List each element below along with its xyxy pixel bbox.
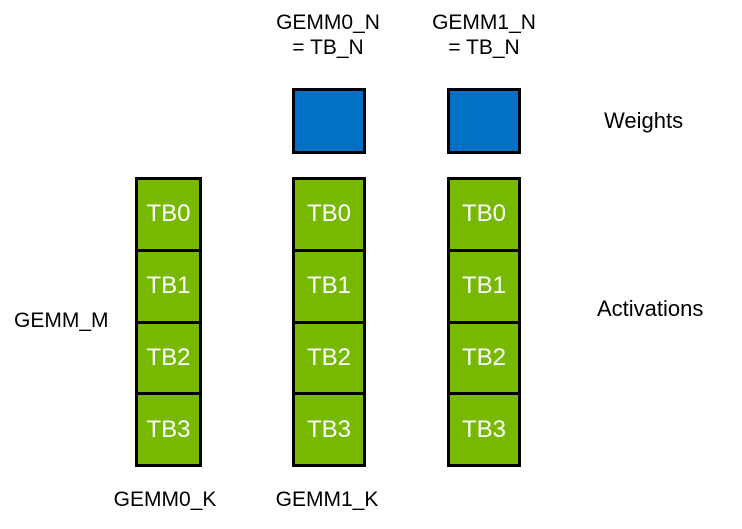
gemm0-n-line2: = TB_N [292,36,364,59]
gemm1-n-header: GEMM1_N = TB_N [404,10,564,60]
gemm1-n-line1: GEMM1_N [432,11,536,34]
tb-cell: TB3 [146,415,191,443]
gemm1-k-label: GEMM1_K [275,488,379,511]
activation-column-1: TB0 TB1 TB2 TB3 [292,177,366,467]
tb-cell: TB1 [138,252,199,324]
activation-column-2: TB0 TB1 TB2 TB3 [447,177,521,467]
tb-cell: TB2 [138,324,199,396]
gemm0-n-header: GEMM0_N = TB_N [248,10,408,60]
activation-column-0: TB0 TB1 TB2 TB3 [135,177,202,467]
tb-cell: TB0 [450,180,518,252]
weights-tile-gemm0 [292,88,366,154]
tb-cell: TB3 [461,415,506,443]
tb-cell: TB0 [295,180,363,252]
tb-cell: TB1 [450,252,518,324]
activations-label: Activations [597,296,704,321]
weights-label: Weights [604,108,684,133]
gemm0-n-line1: GEMM0_N [276,11,380,34]
weights-tile-gemm1 [447,88,521,154]
tb-cell: TB2 [295,324,363,396]
tb-cell: TB1 [295,252,363,324]
gemm-m-label: GEMM_M [14,309,109,332]
tb-cell: TB0 [138,180,199,252]
gemm1-n-line2: = TB_N [448,36,520,59]
tb-cell: TB3 [306,415,351,443]
tb-cell: TB2 [450,324,518,396]
gemm0-k-label: GEMM0_K [113,488,217,511]
